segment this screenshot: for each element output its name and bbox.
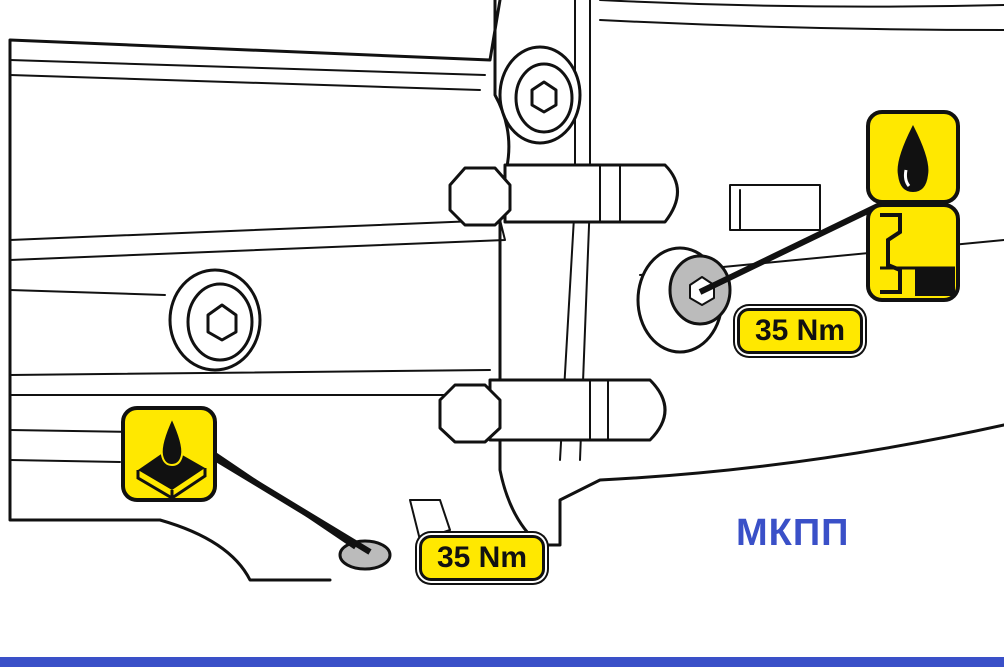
oil-drain-icon <box>121 406 217 502</box>
torque-label-filler-plug: 35 Nm <box>737 308 863 354</box>
bottom-accent-bar <box>0 657 1004 667</box>
gearbox-label: МКПП <box>736 512 850 554</box>
torque-label-drain-plug: 35 Nm <box>419 535 545 581</box>
oil-drop-icon <box>866 110 960 204</box>
oil-fill-level-icon <box>866 203 960 302</box>
leader-lines <box>208 202 882 555</box>
housing-outline <box>8 0 502 582</box>
